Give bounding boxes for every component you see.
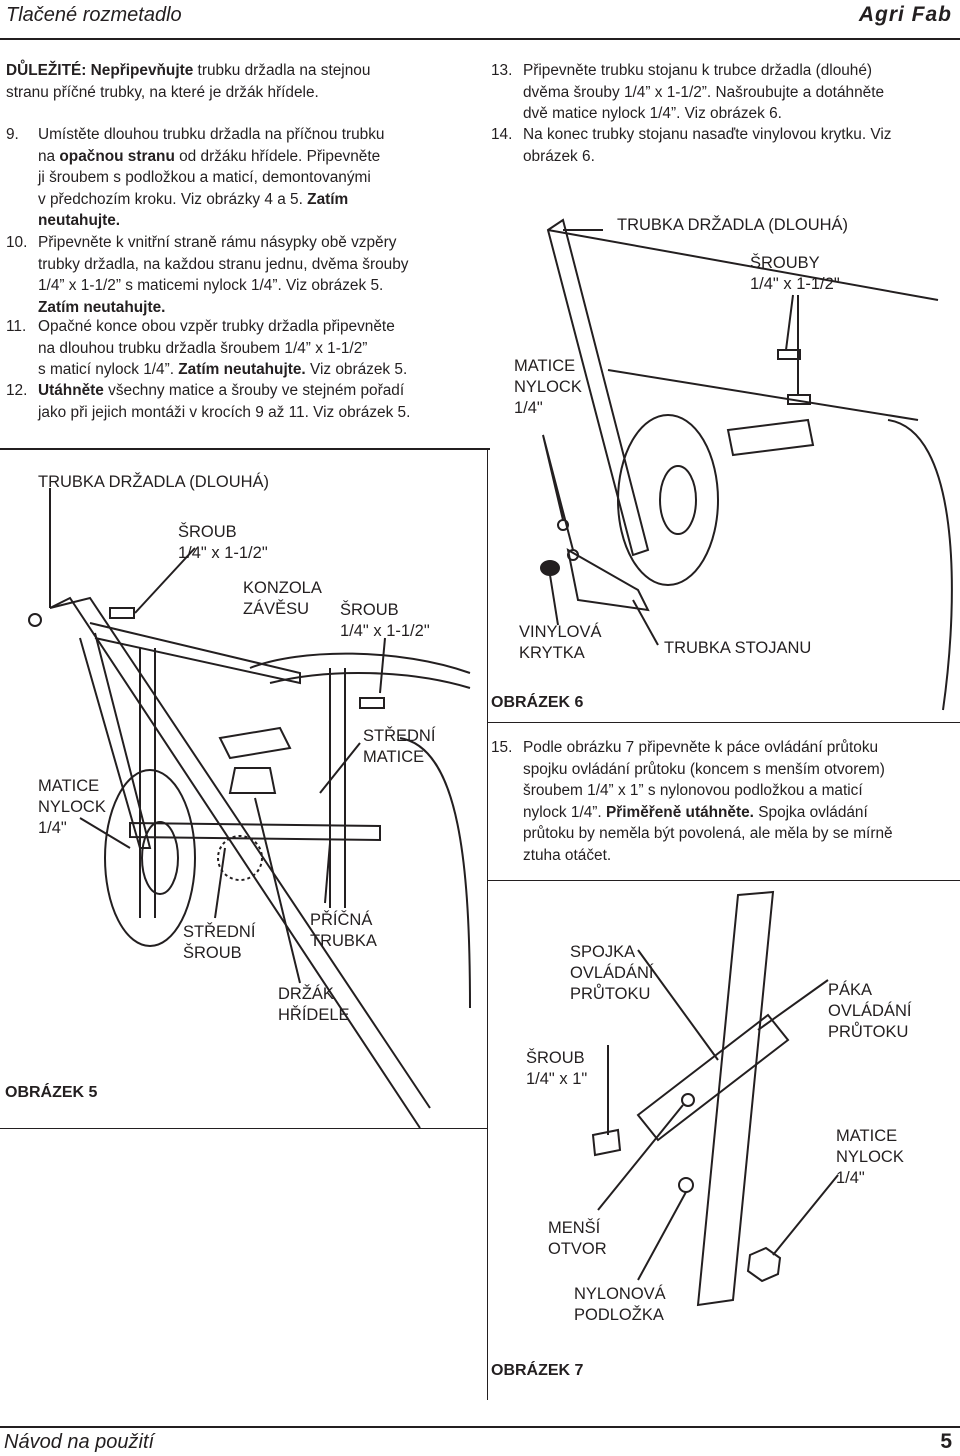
- fig7-small-hole: [681, 1093, 695, 1107]
- fig6-gearbox: [726, 418, 815, 457]
- fig5-frame-post-right: [329, 668, 346, 908]
- fig7-flow-link: [636, 1013, 790, 1142]
- document-title: Tlačené rozmetadlo: [6, 4, 182, 26]
- brand-logo-text: Agri Fab: [858, 3, 952, 26]
- fig6-stand-tube: [566, 548, 650, 612]
- fig5-brace-left: [79, 632, 152, 849]
- fig5-bolt-handle: [109, 607, 135, 619]
- important-note: DŮLEŽITÉ: Nepřipevňujte trubku držadla n…: [6, 62, 371, 101]
- fig5-right-wheel: [399, 737, 471, 1009]
- fig5-leader-shaft-holder: [254, 797, 301, 984]
- fig6-caption: OBRÁZEK 6: [491, 694, 584, 711]
- figure7-top-rule: [487, 880, 960, 881]
- fig6-leader-stand: [632, 599, 659, 646]
- fig7-leader-lever: [757, 979, 829, 1031]
- fig5-cross-tube: [129, 821, 381, 842]
- fig6-right-wheel: [887, 419, 953, 711]
- fig5-hopper-rim: [249, 652, 471, 674]
- page-footer: Návod na použití 5: [0, 1426, 960, 1456]
- fig6-hopper-lower-edge: [607, 369, 919, 421]
- figure5-bottom-rule: [0, 1128, 488, 1129]
- fig6-vinyl-cap: [540, 560, 560, 576]
- fig5-leader-center-bolt: [214, 847, 226, 919]
- fig6-leader-nylock: [542, 434, 574, 551]
- fig6-label-stand-tube: TRUBKA STOJANU: [664, 639, 812, 657]
- figure5-illustration: [28, 488, 471, 1129]
- fig7-flow-lever: [696, 890, 775, 1307]
- fig5-frame-post-left: [139, 648, 156, 918]
- fig7-caption: OBRÁZEK 7: [491, 1362, 584, 1379]
- fig7-leader-link: [637, 949, 719, 1061]
- footer-rule: [0, 1426, 960, 1428]
- fig5-gearbox: [218, 726, 292, 760]
- fig7-leader-washer: [637, 1191, 687, 1281]
- figure5-right-rule: [487, 448, 488, 1128]
- fig6-leader-cap: [549, 574, 559, 626]
- fig6-left-hub: [659, 465, 697, 535]
- fig5-bolt-bracket: [359, 697, 385, 709]
- header-rule: [0, 38, 960, 40]
- fig5-nylock-nut: [28, 613, 42, 627]
- fig6-leader-bolts: [785, 294, 799, 395]
- fig5-left-hub: [141, 821, 179, 895]
- fig5-left-wheel: [104, 769, 196, 947]
- fig5-caption: OBRÁZEK 5: [5, 1084, 98, 1101]
- fig5-handle-tube-edge: [49, 596, 431, 1109]
- fig6-bolt-1: [777, 349, 801, 360]
- fig7-bolt: [591, 1128, 622, 1157]
- fig6-handle-tube: [546, 218, 650, 557]
- fig5-shaft-holder: [228, 767, 277, 794]
- manual-name: Návod na použití: [4, 1431, 155, 1453]
- fig5-leader-cross-tube: [324, 842, 331, 904]
- fig6-hopper-edge: [547, 229, 939, 301]
- figure5-top-rule: [0, 448, 490, 450]
- fig7-nylock-nut: [746, 1246, 782, 1283]
- fig6-label-handle-tube: TRUBKA DRŽADLA (DLOUHÁ): [617, 216, 849, 234]
- fig5-brace-right: [89, 622, 301, 685]
- fig5-spinner-gear: [217, 835, 263, 881]
- fig5-hopper-rim-inner: [269, 672, 471, 689]
- fig7-nylon-washer: [678, 1177, 694, 1193]
- figure7-left-rule: [487, 880, 488, 1400]
- fig5-leader-center-nut: [319, 742, 361, 794]
- fig6-left-wheel: [617, 414, 719, 586]
- page-number: 5: [940, 1430, 952, 1453]
- page-header: Tlačené rozmetadlo Agri Fab: [0, 0, 960, 38]
- figure6-illustration: [540, 218, 953, 711]
- fig5-leader-bolt1: [134, 547, 196, 614]
- fig7-leader-hole: [597, 1104, 684, 1211]
- fig5-leader-bolt2: [379, 637, 386, 694]
- fig7-leader-nut: [772, 1174, 839, 1256]
- fig5-handle-tube: [49, 596, 421, 1129]
- figure6-bottom-rule: [487, 722, 960, 723]
- fig5-label-handle-tube: TRUBKA DRŽADLA (DLOUHÁ): [38, 473, 270, 491]
- figure7-illustration: [591, 890, 839, 1307]
- fig5-leader-nylock: [79, 817, 131, 849]
